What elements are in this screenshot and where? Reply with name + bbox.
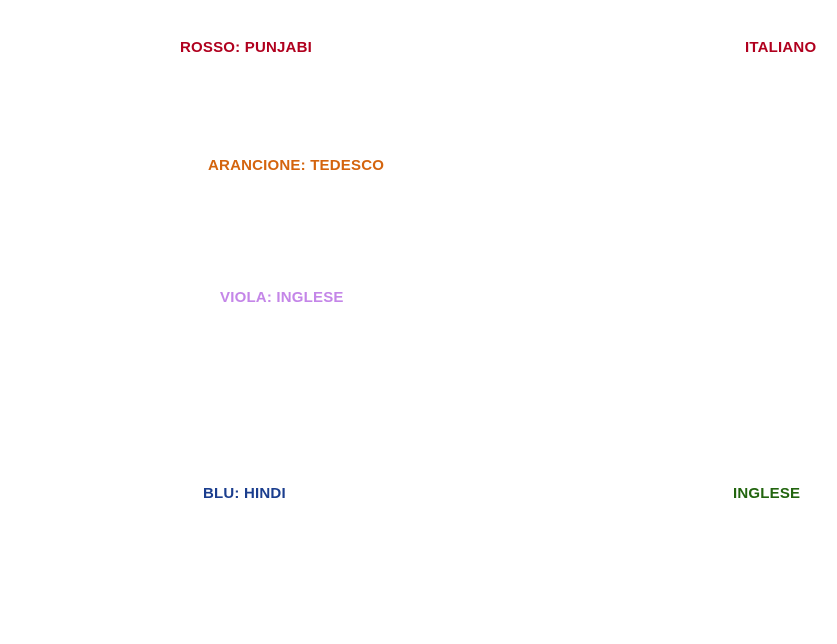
label-inglese: INGLESE <box>733 485 800 502</box>
right-band-red <box>533 0 753 230</box>
label-blue-hindi: BLU: HINDI <box>203 485 286 502</box>
label-purple-inglese: VIOLA: INGLESE <box>220 289 344 306</box>
left-band-purple <box>0 236 220 398</box>
right-body-figure <box>533 0 753 644</box>
right-band-green <box>533 294 753 644</box>
left-body-figure <box>0 0 220 644</box>
label-orange-tedesco: ARANCIONE: TEDESCO <box>208 157 384 174</box>
right-band-white <box>533 230 753 294</box>
label-red-punjabi: ROSSO: PUNJABI <box>180 39 312 56</box>
left-band-orange <box>0 96 220 236</box>
left-band-blue <box>0 398 220 644</box>
label-italiano: ITALIANO <box>745 39 816 56</box>
